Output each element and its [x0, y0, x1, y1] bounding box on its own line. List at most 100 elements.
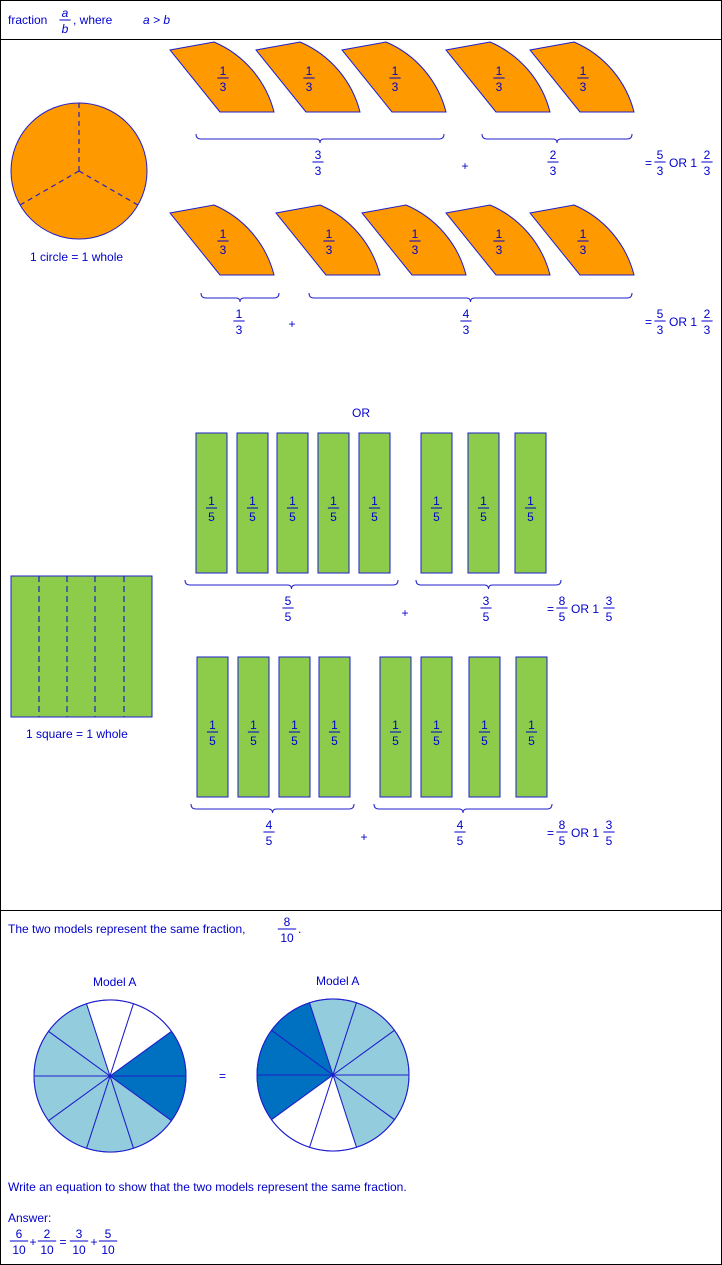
row1-brace-2	[481, 133, 633, 144]
square-row2-result-frac-den: 5	[559, 834, 566, 848]
answer-op-1: +	[29, 1235, 36, 1249]
strip-row2-5-label-num: 1	[392, 718, 399, 732]
strip-row2-2	[237, 656, 270, 798]
answer-term-2-den: 10	[40, 1243, 54, 1257]
row1-third-5	[529, 41, 635, 113]
strip-row1-4	[317, 432, 350, 574]
row2-result-mixed-den: 3	[704, 323, 711, 337]
row1-group2-num: 2	[550, 148, 557, 162]
strip-row2-3-label-den: 5	[291, 734, 298, 748]
models-intro-fraction-den: 10	[280, 931, 294, 945]
answer-label: Answer:	[8, 1211, 52, 1225]
strip-row2-8-label-den: 5	[528, 734, 535, 748]
row2-result-frac-num: 5	[657, 307, 664, 321]
row1-result-mixed-num: 2	[704, 148, 711, 162]
row1-result-frac-num: 5	[657, 148, 664, 162]
answer-term-4-den: 10	[101, 1243, 115, 1257]
square-row2-result-frac-num: 8	[559, 818, 566, 832]
row1-third-2-label-den: 3	[306, 80, 313, 94]
square-row1-brace-2	[415, 579, 562, 590]
row1-third-4	[445, 41, 551, 113]
row2-third-2-label-den: 3	[326, 243, 333, 257]
strip-row2-6-label-den: 5	[433, 734, 440, 748]
square-row1-group1-den: 5	[285, 610, 292, 624]
models-equals: =	[219, 1069, 227, 1083]
row1-brace-1	[195, 133, 445, 144]
row1-result-eq: =	[645, 156, 652, 170]
answer-term-4-num: 5	[105, 1227, 112, 1241]
row1-third-4-label-den: 3	[496, 80, 503, 94]
row2-third-3-label-den: 3	[412, 243, 419, 257]
row2-third-5-label-den: 3	[580, 243, 587, 257]
square-row2-plus: +	[360, 830, 367, 844]
answer-term-3-num: 3	[76, 1227, 83, 1241]
answer-term-1-den: 10	[12, 1243, 26, 1257]
model-b-outline	[256, 998, 410, 1152]
strip-row1-5	[358, 432, 391, 574]
row1-third-1-label-num: 1	[220, 64, 227, 78]
row1-group2-den: 3	[550, 164, 557, 178]
row1-result-frac-den: 3	[657, 164, 664, 178]
answer-term-1-num: 6	[16, 1227, 23, 1241]
strip-row1-2	[236, 432, 269, 574]
row1-third-3	[341, 41, 447, 113]
strip-row1-5-label-den: 5	[371, 510, 378, 524]
strip-row2-8	[515, 656, 548, 798]
row2-third-4	[445, 204, 551, 276]
section-divider	[0, 910, 722, 911]
row1-third-3-label-den: 3	[392, 80, 399, 94]
square-row2-group1-den: 5	[266, 834, 273, 848]
strip-row1-8	[514, 432, 547, 574]
strip-row1-7-label-den: 5	[480, 510, 487, 524]
square-row1-group2-den: 5	[483, 610, 490, 624]
models-intro-fraction-num: 8	[284, 915, 291, 929]
header-fraction-num: a	[62, 6, 69, 20]
models-intro-end: .	[298, 922, 302, 936]
answer-term-3-den: 10	[72, 1243, 86, 1257]
whole-circle-divider-2	[19, 170, 80, 206]
square-whole-label: 1 square = 1 whole	[26, 727, 128, 741]
question-text: Write an equation to show that the two m…	[8, 1180, 407, 1194]
strip-row1-3-label-num: 1	[289, 494, 296, 508]
strip-row1-3-label-den: 5	[289, 510, 296, 524]
row2-result-mixed-num: 2	[704, 307, 711, 321]
strip-row2-2-label-num: 1	[250, 718, 257, 732]
header-condition: a > b	[143, 13, 171, 27]
square-row1-result-or: OR 1	[571, 602, 599, 616]
strip-row1-7	[467, 432, 500, 574]
row2-third-3-label-num: 1	[412, 227, 419, 241]
strip-row2-4	[318, 656, 351, 798]
strip-row2-1-label-num: 1	[209, 718, 216, 732]
answer-equals: =	[59, 1235, 66, 1249]
row2-result-or: OR 1	[669, 315, 697, 329]
square-row2-result-mixed-den: 5	[606, 834, 613, 848]
row2-group2-den: 3	[463, 323, 470, 337]
strip-row2-7-label-den: 5	[481, 734, 488, 748]
whole-circle-divider-1	[78, 170, 139, 206]
strip-row1-7-label-num: 1	[480, 494, 487, 508]
strip-row2-4-label-den: 5	[331, 734, 338, 748]
row2-group1-den: 3	[236, 323, 243, 337]
model-a-outline	[33, 999, 187, 1153]
strip-row2-6-label-num: 1	[433, 718, 440, 732]
square-row1-result-frac-den: 5	[559, 610, 566, 624]
strip-row1-8-label-num: 1	[527, 494, 534, 508]
square-row2-group1-num: 4	[266, 818, 273, 832]
row1-plus: +	[461, 159, 468, 173]
row1-result-or: OR 1	[669, 156, 697, 170]
header-suffix: , where	[73, 13, 113, 27]
square-row2-group2-den: 5	[457, 834, 464, 848]
row1-third-2-label-num: 1	[306, 64, 313, 78]
strip-row2-3	[278, 656, 311, 798]
square-row2-result-eq: =	[547, 826, 554, 840]
header-fraction-den: b	[62, 22, 69, 36]
square-row1-brace-1	[184, 579, 399, 590]
row2-group2-num: 4	[463, 307, 470, 321]
strip-row1-1	[195, 432, 228, 574]
circle-whole-label: 1 circle = 1 whole	[30, 250, 124, 264]
strip-row2-5-label-den: 5	[392, 734, 399, 748]
square-row1-group1-num: 5	[285, 594, 292, 608]
row2-third-4-label-num: 1	[496, 227, 503, 241]
square-row1-result-eq: =	[547, 602, 554, 616]
square-row1-result-frac-num: 8	[559, 594, 566, 608]
